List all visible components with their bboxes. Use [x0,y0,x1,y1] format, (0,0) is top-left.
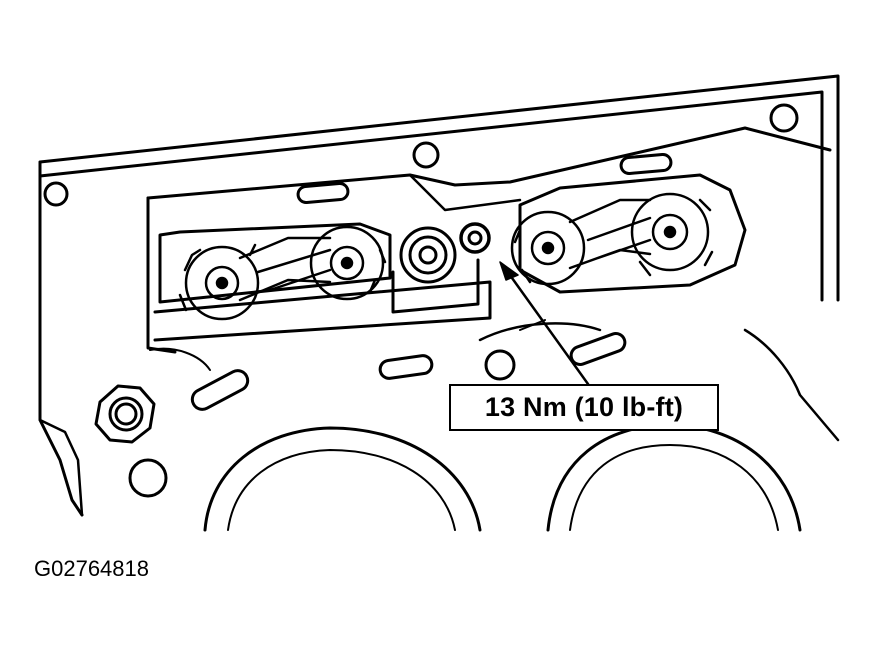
lower-small-hole [128,458,168,498]
upper-hole-left [43,181,69,207]
upper-slot-1 [296,182,350,204]
callout-arrowhead [499,261,519,281]
upper-hole-right [769,103,799,133]
head-hex-bolt [94,384,156,444]
left-sprocket-assembly [178,225,387,321]
left-cam-housing [158,222,392,304]
upper-hole-center [412,141,440,169]
cylinder-head-inner-edge [38,90,824,302]
right-cam-housing [518,173,747,294]
lower-slot-2 [378,354,434,380]
combustion-chamber-left-inner [227,449,456,531]
cylinder-head-outline [38,74,840,517]
combustion-chamber-left [203,426,482,532]
figure-id-label: G02764818 [34,556,149,581]
upper-slot-2 [619,153,673,175]
combustion-chamber-right-inner [569,444,779,531]
head-surface-contour-2 [149,319,546,371]
lower-slot-1 [190,369,250,411]
left-cam-rail [153,280,492,342]
lower-dowel-hole [484,349,516,381]
center-bolt-assembly [391,222,491,314]
callout-leader-line [510,276,590,386]
torque-spec-label: 13 Nm (10 lb-ft) [484,392,684,422]
head-left-contour [38,418,84,517]
combustion-chamber-right [546,423,802,532]
right-sprocket-assembly [510,192,714,286]
torque-callout-box: 13 Nm (10 lb-ft) [449,384,719,431]
cam-recess-outline-left [146,196,177,354]
cam-recess-divider [408,173,522,212]
cam-recess-outline [146,126,832,200]
lower-slot-3 [569,332,627,366]
